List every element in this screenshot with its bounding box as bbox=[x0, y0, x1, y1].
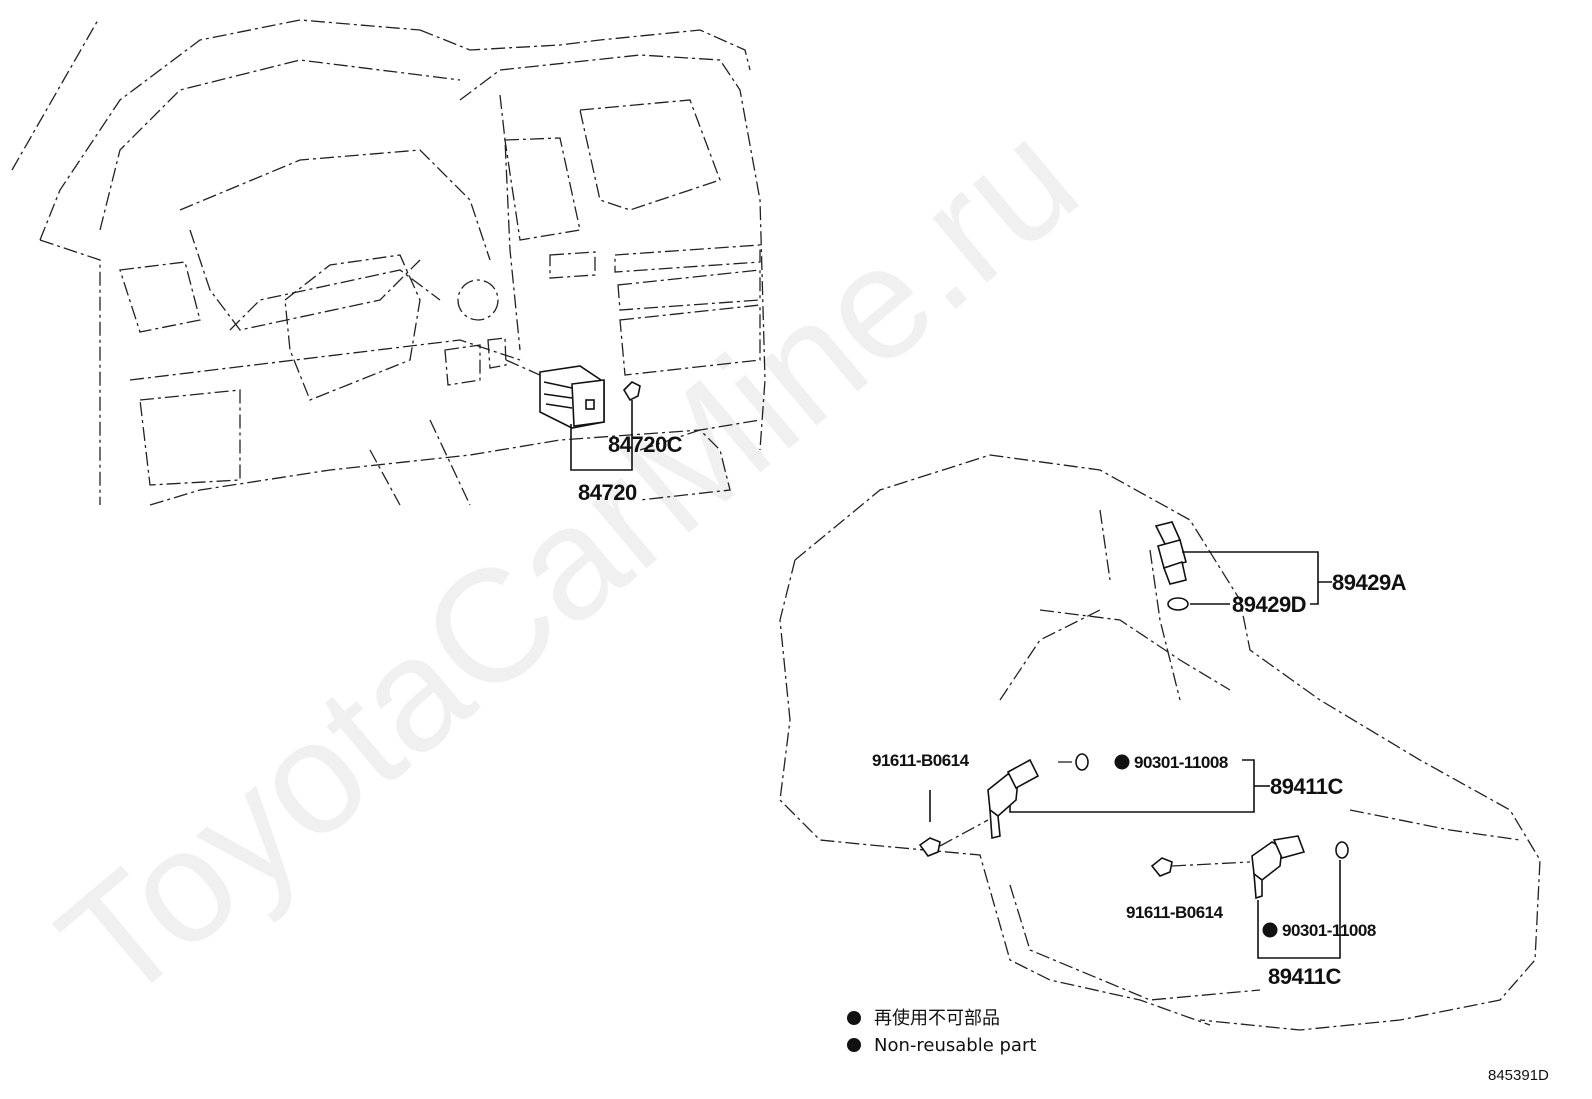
callout-84720: 84720 bbox=[578, 480, 637, 505]
legend-jp-text: 再使用不可部品 bbox=[874, 1008, 1000, 1029]
non-reusable-marker-lower bbox=[1262, 922, 1278, 938]
callout-91611-B0614-lower: 91611-B0614 bbox=[1126, 903, 1224, 922]
callout-89429A: 89429A bbox=[1332, 570, 1407, 595]
non-reusable-marker bbox=[1114, 754, 1130, 770]
callout-89411C-lower: 89411C bbox=[1268, 964, 1341, 989]
legend: 再使用不可部品 Non-reusable part bbox=[847, 1008, 1036, 1056]
callout-90301-11008-upper: 90301-11008 bbox=[1134, 753, 1228, 772]
callout-89429D: 89429D bbox=[1232, 592, 1306, 617]
watermark-text: ToyotaCarMine.ru bbox=[27, 87, 1109, 1036]
speed-sensor-upper-89411C: 91611-B0614 90301-11008 89411C bbox=[872, 751, 1344, 857]
switch-84720-assembly: 84720C 84720 bbox=[505, 359, 683, 505]
legend-bullet-jp bbox=[847, 1011, 861, 1025]
callout-90301-11008-lower: 90301-11008 bbox=[1282, 921, 1376, 940]
legend-en-text: Non-reusable part bbox=[874, 1035, 1036, 1056]
transmission-outline bbox=[779, 454, 1541, 1031]
dashboard-outline bbox=[11, 19, 766, 506]
callout-84720C: 84720C bbox=[608, 432, 683, 457]
callout-89411C-upper: 89411C bbox=[1270, 774, 1343, 799]
illustration-ref-number: 845391D bbox=[1488, 1067, 1549, 1084]
speed-sensor-lower-89411C: 91611-B0614 90301-11008 89411C bbox=[1126, 835, 1376, 989]
oil-sender-89429A: 89429A 89429D bbox=[1154, 521, 1407, 617]
callout-91611-B0614-upper: 91611-B0614 bbox=[872, 751, 970, 770]
legend-bullet-en bbox=[847, 1038, 861, 1052]
